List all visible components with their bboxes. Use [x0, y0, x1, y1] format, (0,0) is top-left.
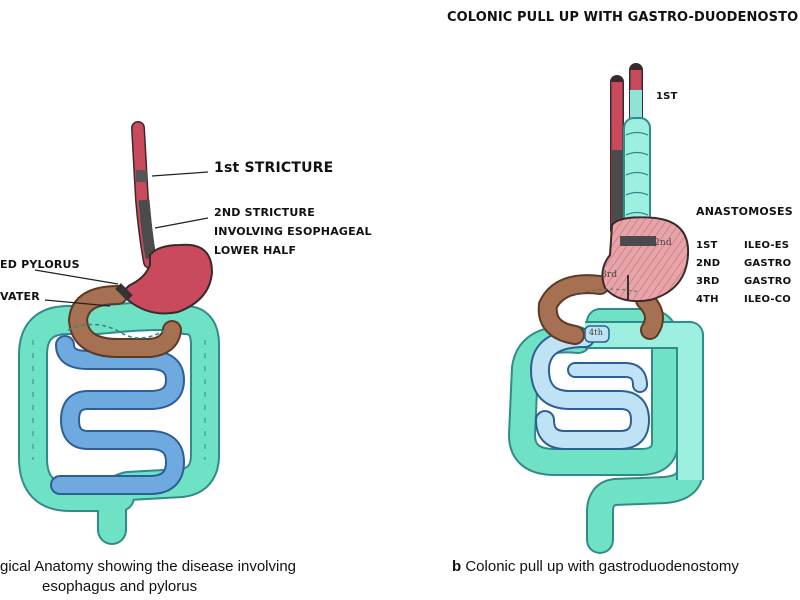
second-stricture-label-line2: INVOLVING ESOPHAGEAL — [214, 225, 372, 238]
inner-label-3rd: 3rd — [601, 270, 618, 280]
panel-a-figure — [18, 121, 220, 545]
anastomosis-num: 2ND — [696, 258, 721, 269]
anastomosis-num: 4TH — [696, 294, 719, 305]
caption-b: b Colonic pull up with gastroduodenostom… — [452, 557, 739, 577]
inner-label-2nd: 2nd — [654, 238, 672, 248]
first-stricture-label: 1st STRICTURE — [214, 160, 334, 176]
anastomosis-name: GASTRO — [744, 258, 792, 269]
anastomoses-title: ANASTOMOSES — [696, 205, 793, 218]
caption-a-line1: gical Anatomy showing the disease involv… — [0, 558, 297, 575]
second-stricture-label-line1: 2ND STRICTURE — [214, 206, 315, 219]
anastomosis-num: 3RD — [696, 276, 720, 287]
first-anastomosis-label: 1ST — [656, 91, 678, 102]
panel-b-figure — [508, 63, 704, 554]
stomach-b — [601, 216, 690, 303]
panel-b-title: COLONIC PULL UP WITH GASTRO-DUODENOSTO — [447, 10, 799, 25]
caption-b-text: Colonic pull up with gastroduodenostomy — [465, 558, 739, 575]
inner-label-4th: 4th — [589, 328, 604, 337]
caption-a-line2: esophagus and pylorus — [42, 578, 198, 595]
second-stricture-label-line3: LOWER HALF — [214, 244, 297, 257]
stomach-a — [123, 243, 214, 315]
vater-label: VATER — [0, 290, 40, 303]
caption-b-letter: b — [452, 558, 462, 575]
anastomosis-name: ILEO-CO — [744, 294, 792, 305]
pylorus-label: ED PYLORUS — [0, 258, 80, 271]
anastomosis-name: GASTRO — [744, 276, 792, 287]
anastomosis-name: ILEO-ES — [744, 240, 790, 251]
anastomosis-num: 1ST — [696, 240, 718, 251]
